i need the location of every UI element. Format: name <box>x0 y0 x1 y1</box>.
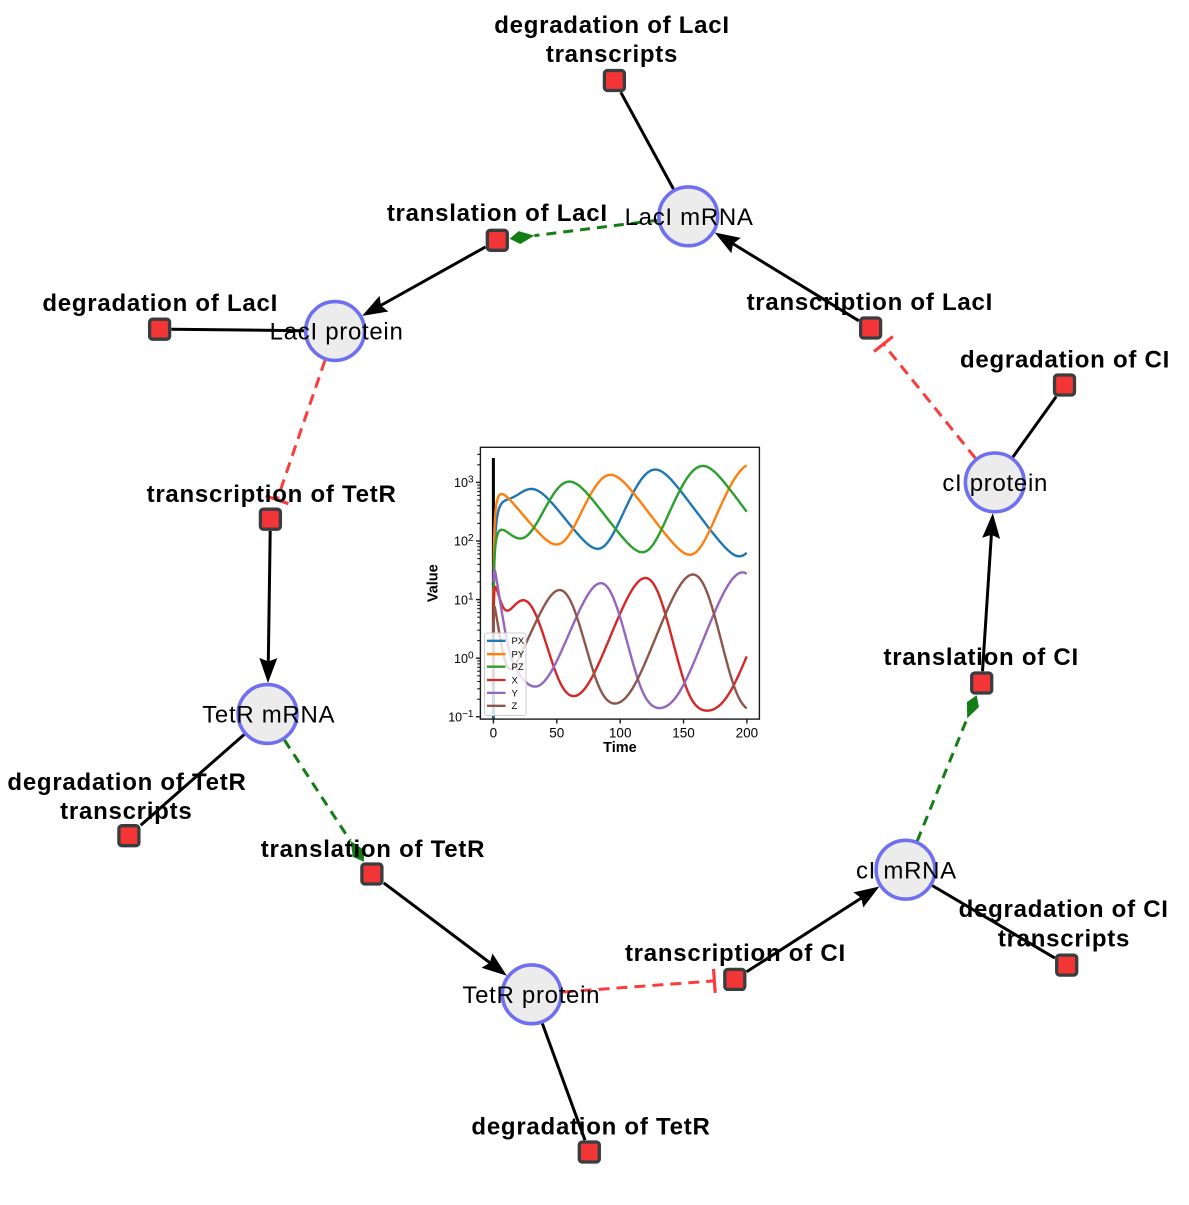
svg-text:transcripts: transcripts <box>60 798 192 825</box>
svg-text:transcription of LacI: transcription of LacI <box>747 289 993 316</box>
svg-text:translation of CI: translation of CI <box>883 644 1078 671</box>
svg-text:LacI mRNA: LacI mRNA <box>625 204 754 231</box>
svg-text:TetR protein: TetR protein <box>462 982 600 1009</box>
svg-text:transcripts: transcripts <box>546 41 678 68</box>
svg-text:cI mRNA: cI mRNA <box>856 857 957 884</box>
svg-text:translation of TetR: translation of TetR <box>261 836 485 863</box>
svg-text:50: 50 <box>549 725 564 740</box>
svg-text:degradation of TetR: degradation of TetR <box>471 1113 710 1140</box>
svg-text:transcription of TetR: transcription of TetR <box>147 481 397 508</box>
svg-text:transcription of CI: transcription of CI <box>625 940 846 967</box>
svg-text:PZ: PZ <box>512 662 524 673</box>
svg-text:PY: PY <box>512 650 525 661</box>
svg-text:translation of LacI: translation of LacI <box>387 200 608 227</box>
svg-text:0: 0 <box>490 725 498 740</box>
svg-text:transcripts: transcripts <box>998 926 1130 953</box>
svg-text:200: 200 <box>736 725 759 740</box>
svg-text:Value: Value <box>426 564 442 602</box>
svg-text:TetR mRNA: TetR mRNA <box>202 702 335 729</box>
svg-text:Time: Time <box>603 740 637 756</box>
svg-text:degradation of TetR: degradation of TetR <box>7 769 246 796</box>
svg-text:100: 100 <box>609 725 632 740</box>
svg-text:Y: Y <box>512 688 519 699</box>
svg-text:150: 150 <box>672 725 695 740</box>
svg-text:PX: PX <box>512 636 525 647</box>
svg-text:cI protein: cI protein <box>942 470 1048 497</box>
svg-text:X: X <box>512 675 519 686</box>
svg-text:degradation of LacI: degradation of LacI <box>494 12 730 39</box>
svg-text:degradation of LacI: degradation of LacI <box>42 290 278 317</box>
svg-text:degradation of CI: degradation of CI <box>959 896 1169 923</box>
svg-text:LacI protein: LacI protein <box>270 319 404 346</box>
svg-text:Z: Z <box>512 701 518 712</box>
svg-text:degradation of CI: degradation of CI <box>960 347 1170 374</box>
